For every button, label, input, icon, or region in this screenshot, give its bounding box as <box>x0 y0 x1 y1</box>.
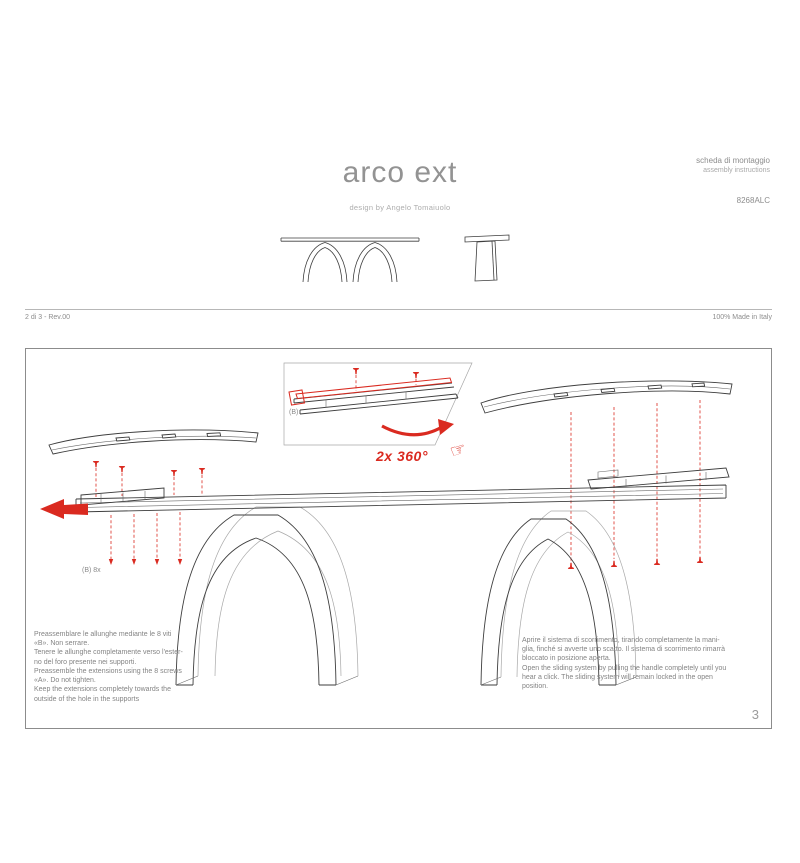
main-diagram <box>40 362 733 686</box>
product-code: 8268ALC <box>736 196 770 205</box>
below-frame-dashes <box>110 512 181 559</box>
rotation-label: 2x 360° <box>376 448 428 464</box>
design-credit: design by Angelo Tomaiuolo <box>349 203 451 212</box>
inset-screws <box>352 368 420 379</box>
instructions-right: Aprire il sistema di scorrimento, tirand… <box>522 636 774 691</box>
sliding-frame <box>75 467 730 513</box>
left-screws-down <box>92 461 206 477</box>
front-legs <box>175 514 637 686</box>
side-view-thumbnail <box>464 234 510 282</box>
doc-type-en: assembly instructions <box>703 167 770 174</box>
doc-info: scheda di montaggio assembly instruction… <box>696 156 770 205</box>
made-in-italy: 100% Made in Italy <box>712 314 772 321</box>
inset-label-b: (B) <box>289 409 299 416</box>
right-guide-dashes <box>570 400 701 561</box>
instructions-right-english: Open the sliding system by pulling the h… <box>522 664 727 691</box>
instructions-left: Preassemblare le allunghe mediante le 8 … <box>34 630 224 704</box>
page-info: 2 di 3 - Rev.00 <box>25 314 71 321</box>
instructions-left-italian: Preassemblare le allunghe mediante le 8 … <box>34 631 183 666</box>
left-extension-leaf <box>48 429 259 455</box>
diagram-box: (B) 2x 360° ☞ (B) 8x Preassemblare le al… <box>25 348 772 729</box>
page-title: arco ext <box>342 156 458 189</box>
front-view-thumbnail <box>280 237 420 283</box>
right-extension-leaf <box>480 380 733 414</box>
pull-arrow <box>40 499 88 519</box>
instructions-right-italian: Aprire il sistema di scorrimento, tirand… <box>522 637 726 663</box>
page-number: 3 <box>751 707 759 722</box>
left-guide-dashes <box>95 468 203 497</box>
back-legs <box>197 506 637 678</box>
doc-type-it: scheda di montaggio <box>696 156 770 165</box>
rotate-arrow <box>381 424 443 437</box>
instructions-left-english: Preassemble the extensions using the 8 s… <box>34 667 182 703</box>
divider-line <box>25 309 772 310</box>
below-frame-arrowheads <box>108 559 183 565</box>
detail-inset <box>283 362 473 446</box>
screws-label-b8x: (B) 8x <box>82 567 101 574</box>
right-screws-up <box>567 556 704 569</box>
